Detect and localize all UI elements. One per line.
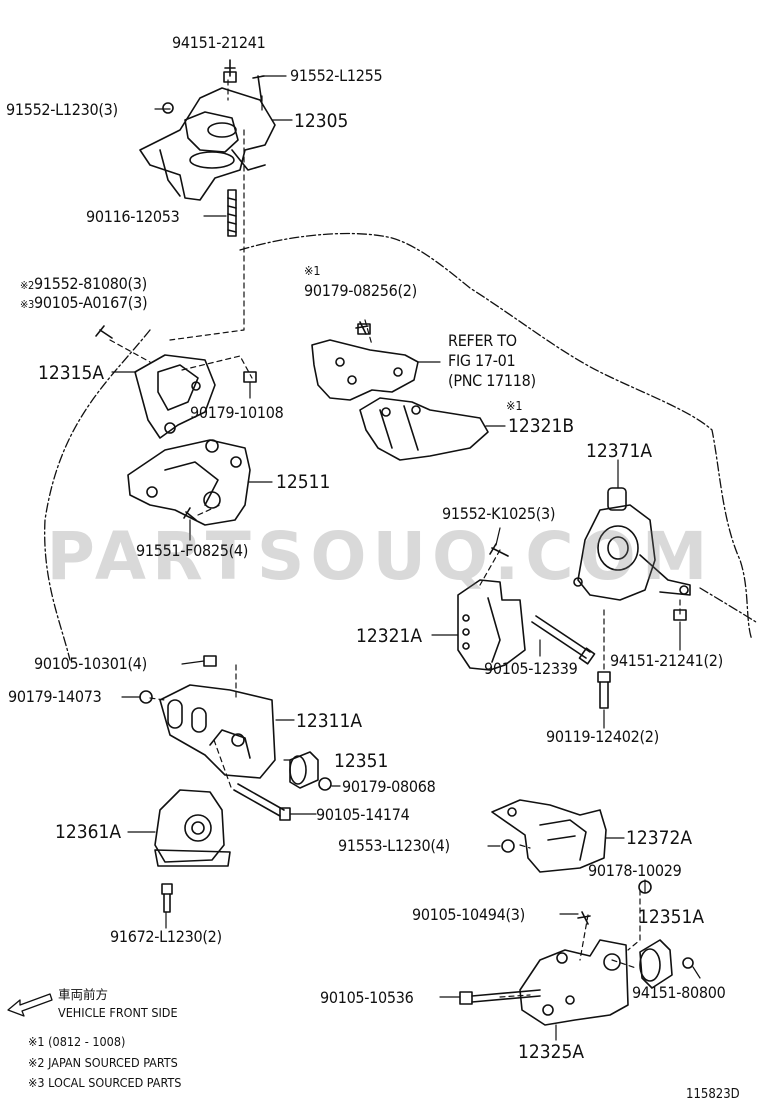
bracket-12321A <box>457 543 526 671</box>
japan-sourced-mark: ※2 <box>20 279 34 292</box>
label-90119-12402[interactable]: 90119-12402(2) <box>546 727 659 746</box>
label-90105-A0167[interactable]: ※390105-A0167(3) <box>20 293 148 314</box>
bracket-refer-fig17 <box>311 321 419 401</box>
period-mark-1: ※1 <box>304 263 321 278</box>
bolt-90105-12339 <box>531 615 596 665</box>
label-91552-K1025[interactable]: 91552-K1025(3) <box>442 504 556 523</box>
label-12305[interactable]: 12305 <box>294 110 349 132</box>
label-12371A[interactable]: 12371A <box>586 440 653 462</box>
engine-outline <box>239 232 753 641</box>
label-90105-12339[interactable]: 90105-12339 <box>484 659 578 678</box>
mount-12371A <box>573 487 691 621</box>
label-90105-A0167-text: 90105-A0167(3) <box>34 293 148 312</box>
bolt-90119-12402 <box>597 671 611 709</box>
legend-note-1-mark: ※1 <box>28 1034 45 1049</box>
label-90116-12053[interactable]: 90116-12053 <box>86 207 180 226</box>
bracket-12311A <box>139 655 276 779</box>
label-94151-21241-2[interactable]: 94151-21241(2) <box>610 651 723 670</box>
legend-note-2-text: JAPAN SOURCED PARTS <box>48 1055 178 1070</box>
legend-note-3-mark: ※3 <box>28 1075 45 1090</box>
stud-90116-12053 <box>227 189 237 237</box>
label-91552-L1255[interactable]: 91552-L1255 <box>290 66 383 85</box>
label-12315A[interactable]: 12315A <box>38 362 105 384</box>
label-12325A[interactable]: 12325A <box>518 1041 585 1063</box>
front-direction-arrow <box>7 993 53 1017</box>
label-90105-10494[interactable]: 90105-10494(3) <box>412 905 525 924</box>
label-12321B[interactable]: 12321B <box>508 415 575 437</box>
label-12511[interactable]: 12511 <box>276 471 331 493</box>
label-90105-10301[interactable]: 90105-10301(4) <box>34 654 147 673</box>
bracket-12511 <box>127 439 251 526</box>
refer-line-2[interactable]: FIG 17-01 <box>448 351 516 370</box>
legend-note-1-text: (0812 - 1008) <box>48 1034 126 1049</box>
label-12321A[interactable]: 12321A <box>356 625 423 647</box>
label-90179-08068[interactable]: 90179-08068 <box>342 777 436 796</box>
label-90179-08256[interactable]: 90179-08256(2) <box>304 281 417 300</box>
label-90178-10029[interactable]: 90178-10029 <box>588 861 682 880</box>
legend-note-1: ※1 (0812 - 1008) <box>28 1035 125 1049</box>
period-mark-1b: ※1 <box>506 398 523 413</box>
refer-line-3: (PNC 17118) <box>448 371 536 390</box>
mount-12361A <box>154 789 231 913</box>
label-94151-80800[interactable]: 94151-80800 <box>632 983 726 1002</box>
watermark: PARTSOUQ.COM <box>46 518 714 595</box>
bushing-12351A <box>639 939 694 989</box>
label-12351A[interactable]: 12351A <box>638 906 705 928</box>
label-91552-L1230[interactable]: 91552-L1230(3) <box>6 100 118 119</box>
label-12361A[interactable]: 12361A <box>55 821 122 843</box>
figure-id: 115823D <box>686 1087 740 1102</box>
bolt-90105-14174 <box>233 783 291 821</box>
refer-line-1: REFER TO <box>448 331 517 350</box>
label-12372A[interactable]: 12372A <box>626 827 693 849</box>
local-sourced-mark: ※3 <box>20 298 34 311</box>
legend-note-2-mark: ※2 <box>28 1055 45 1070</box>
mount-12305 <box>139 59 276 201</box>
label-91552-81080-text: 91552-81080(3) <box>34 274 147 293</box>
legend-note-3-text: LOCAL SOURCED PARTS <box>48 1075 182 1090</box>
leader-lines <box>111 75 701 1041</box>
label-90179-14073[interactable]: 90179-14073 <box>8 687 102 706</box>
label-91551-F0825[interactable]: 91551-F0825(4) <box>136 541 249 560</box>
bolt-90105-10536 <box>459 989 541 1005</box>
label-12351[interactable]: 12351 <box>334 750 389 772</box>
bracket-12321B <box>359 397 489 461</box>
label-90105-14174[interactable]: 90105-14174 <box>316 805 410 824</box>
label-90105-10536[interactable]: 90105-10536 <box>320 988 414 1007</box>
bracket-12325A <box>519 911 629 1026</box>
bushing-12351 <box>289 751 332 791</box>
legend-direction-en: VEHICLE FRONT SIDE <box>58 1005 178 1020</box>
label-91552-81080[interactable]: ※291552-81080(3) <box>20 275 147 295</box>
legend-direction-jp: 車両前方 <box>58 987 109 1002</box>
label-91672-L1230[interactable]: 91672-L1230(2) <box>110 927 222 946</box>
label-90179-10108[interactable]: 90179-10108 <box>190 403 284 422</box>
engine-outline-right <box>699 587 757 623</box>
legend-note-3: ※3 LOCAL SOURCED PARTS <box>28 1076 181 1090</box>
label-94151-21241-top[interactable]: 94151-21241 <box>172 33 266 52</box>
legend-note-2: ※2 JAPAN SOURCED PARTS <box>28 1056 178 1070</box>
label-12311A[interactable]: 12311A <box>296 710 363 732</box>
label-91553-L1230[interactable]: 91553-L1230(4) <box>338 836 450 855</box>
